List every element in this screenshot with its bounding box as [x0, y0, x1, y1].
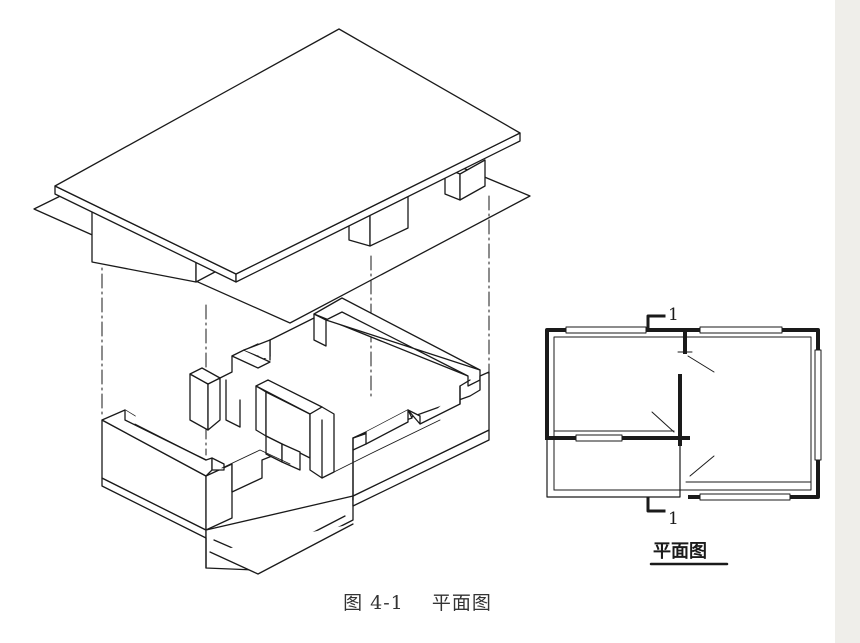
left-wall [101, 409, 273, 531]
section-mark-top: 1 [668, 305, 679, 325]
drawing-canvas: 1 1 平面图 [33, 28, 822, 575]
floor-base [101, 429, 490, 575]
plan-walls [545, 328, 820, 499]
plan-title: 平面图 [653, 541, 707, 562]
figure-caption: 图 4-1 平面图 [0, 588, 835, 615]
plan-inner-lines [553, 336, 812, 491]
section-marks [646, 314, 666, 513]
figure-number: 图 4-1 [343, 592, 404, 614]
section-mark-bottom: 1 [668, 509, 679, 529]
side-strip [835, 0, 860, 643]
plan-balcony [546, 437, 681, 498]
figure-title: 平面图 [431, 592, 492, 614]
plan-windows [565, 326, 822, 501]
plan-view: 1 1 平面图 [545, 305, 822, 566]
center-wall [189, 339, 271, 431]
isometric-view [33, 28, 531, 575]
right-wall [269, 297, 490, 501]
room-floors [134, 419, 441, 473]
plan-doors [651, 355, 715, 477]
interior-walls [255, 379, 335, 479]
roof-slab [54, 28, 521, 283]
